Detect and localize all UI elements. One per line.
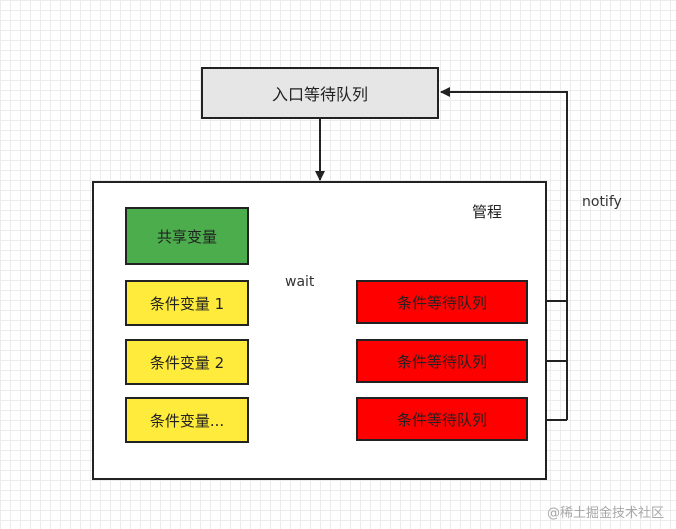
condition-variable-2: 条件变量 2 — [125, 339, 249, 385]
condition-variable-1: 条件变量 1 — [125, 280, 249, 326]
condition-wait-queue-1: 条件等待队列 — [356, 280, 528, 324]
watermark: @稀土掘金技术社区 — [546, 506, 664, 521]
entry-wait-queue: 入口等待队列 — [201, 67, 439, 119]
wait-label: wait — [285, 274, 315, 290]
shared-variable: 共享变量 — [125, 207, 249, 265]
monitor-label: 管程 — [472, 203, 503, 221]
condition-wait-queue-3: 条件等待队列 — [356, 397, 528, 441]
condition-variable-more: 条件变量... — [125, 397, 249, 443]
condition-wait-queue-2: 条件等待队列 — [356, 339, 528, 383]
notify-label: notify — [582, 194, 622, 210]
notify-return-arrow — [440, 87, 568, 420]
